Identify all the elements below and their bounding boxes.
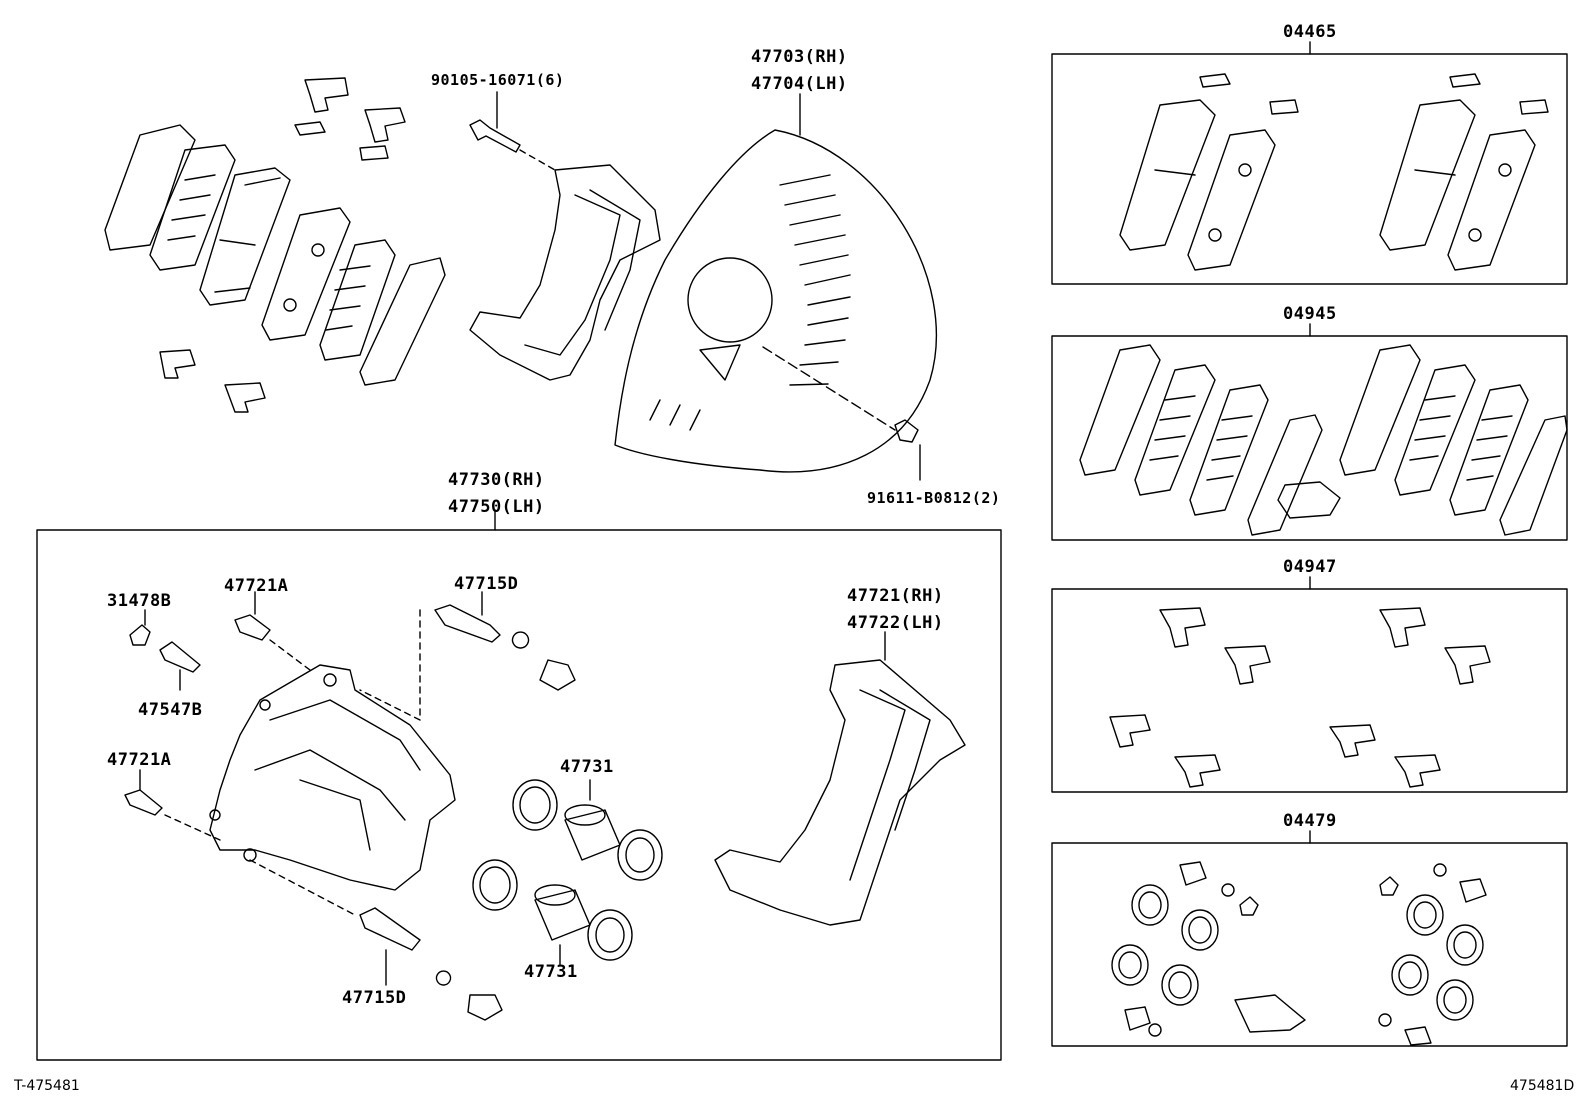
label-bleeder-plug: 47547B [138,700,203,720]
label-dust-cover-lh: 47704(LH) [751,74,848,94]
guide-pin-47715D-upper [360,592,575,720]
label-bolt-90105: 90105-16071(6) [431,71,565,89]
kit-04479-parts [1112,862,1486,1045]
caliper-assembly-frame [37,530,1001,1060]
label-caliper-lh: 47750(LH) [448,497,545,517]
kit-04465-parts [1120,74,1548,270]
label-piston-upper: 47731 [560,757,614,777]
label-kit-04479: 04479 [1283,811,1337,831]
label-mounting-rh: 47721(RH) [847,586,944,606]
label-bolt-47721A-upper: 47721A [224,576,289,596]
label-bleeder-cap: 31478B [107,591,172,611]
label-kit-04947: 04947 [1283,557,1337,577]
label-bolt-47721A-lower: 47721A [107,750,172,770]
bolt-90105 [470,92,555,170]
label-piston-lower: 47731 [524,962,578,982]
bleeder-cap-31478B [130,610,150,645]
kit-04945-parts [1080,345,1567,535]
bolt-47721A-upper [235,592,310,670]
piston-47731 [535,780,620,965]
bolt-91611 [895,420,920,480]
bleeder-plug-47547B [160,642,200,690]
caliper-cylinder [210,665,455,890]
piston-seals [473,780,662,960]
label-guide-pin-lower: 47715D [342,988,407,1008]
label-kit-04465: 04465 [1283,22,1337,42]
label-dust-cover-rh: 47703(RH) [751,47,848,67]
footer-right-code: 475481D [1510,1078,1575,1094]
label-bolt-91611: 91611-B0812(2) [867,489,1001,507]
caliper-mounting-lower [715,632,965,925]
disc-brake-dust-cover [615,94,936,472]
guide-pin-47715D-lower [250,860,502,1020]
label-caliper-rh: 47730(RH) [448,470,545,490]
label-mounting-lh: 47722(LH) [847,613,944,633]
bolt-47721A-lower [125,770,220,840]
kit-04947-frame [1052,589,1567,792]
label-kit-04945: 04945 [1283,304,1337,324]
caliper-mounting-upper [470,165,660,380]
label-guide-pin-upper: 47715D [454,574,519,594]
kit-04947-parts [1110,608,1490,787]
footer-left-code: T-475481 [14,1078,80,1094]
brake-pad-set-upper [105,78,445,412]
